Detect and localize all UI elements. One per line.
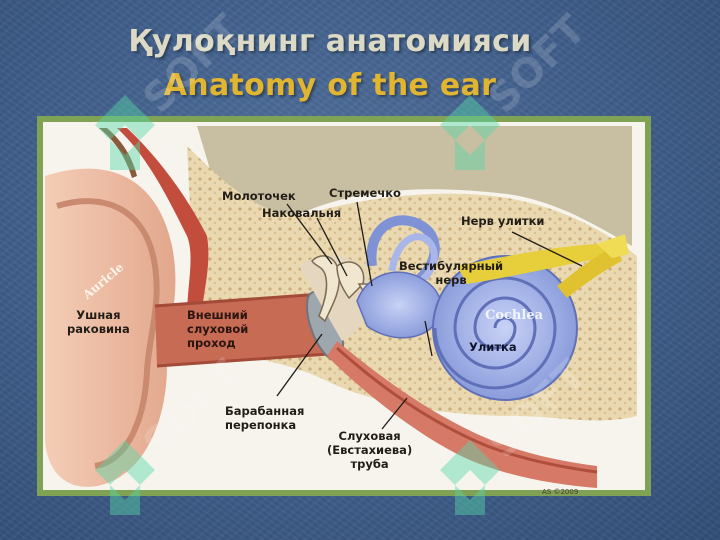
- label-eustachian-line3: труба: [350, 457, 389, 471]
- ear-diagram-panel: Молоточек Стремечко Наковальня Нерв улит…: [37, 116, 651, 496]
- label-vestibular-nerve: Вестибулярный нерв: [399, 259, 503, 287]
- label-eardrum: Барабанная перепонка: [225, 404, 304, 432]
- label-auricle-ru-line2: раковина: [67, 322, 130, 336]
- label-external-canal-line2: слуховой: [187, 322, 249, 336]
- slide-subtitle: Anatomy of the ear: [163, 68, 497, 103]
- label-vestibular-nerve-line1: Вестибулярный: [399, 259, 504, 273]
- label-incus: Наковальня: [262, 206, 342, 220]
- label-auricle-ru: Ушная раковина: [67, 308, 130, 336]
- label-cochlea-ru: Улитка: [469, 340, 517, 354]
- label-stapes: Стремечко: [329, 186, 401, 200]
- slide-title: Қулоқнинг анатомияси: [128, 24, 532, 59]
- label-eardrum-line2: перепонка: [225, 418, 297, 432]
- copyright-stamp: AS ©2009: [542, 488, 579, 496]
- label-eustachian-line1: Слуховая: [338, 429, 401, 443]
- label-cochlea-en: Cochlea: [485, 308, 544, 323]
- label-eardrum-line1: Барабанная: [225, 404, 305, 418]
- label-auricle-ru-line1: Ушная: [76, 308, 121, 322]
- label-external-canal-line3: проход: [187, 336, 236, 350]
- label-cochlear-nerve: Нерв улитки: [461, 214, 545, 228]
- label-eustachian-line2: (Евстахиева): [327, 443, 413, 457]
- ear-anatomy-illustration: [43, 122, 645, 490]
- label-eustachian-tube: Слуховая (Евстахиева) труба: [327, 429, 412, 471]
- label-vestibular-nerve-line2: нерв: [435, 273, 467, 287]
- label-malleus: Молоточек: [222, 189, 296, 203]
- label-external-canal: Внешний слуховой проход: [187, 308, 248, 350]
- label-external-canal-line1: Внешний: [187, 308, 248, 322]
